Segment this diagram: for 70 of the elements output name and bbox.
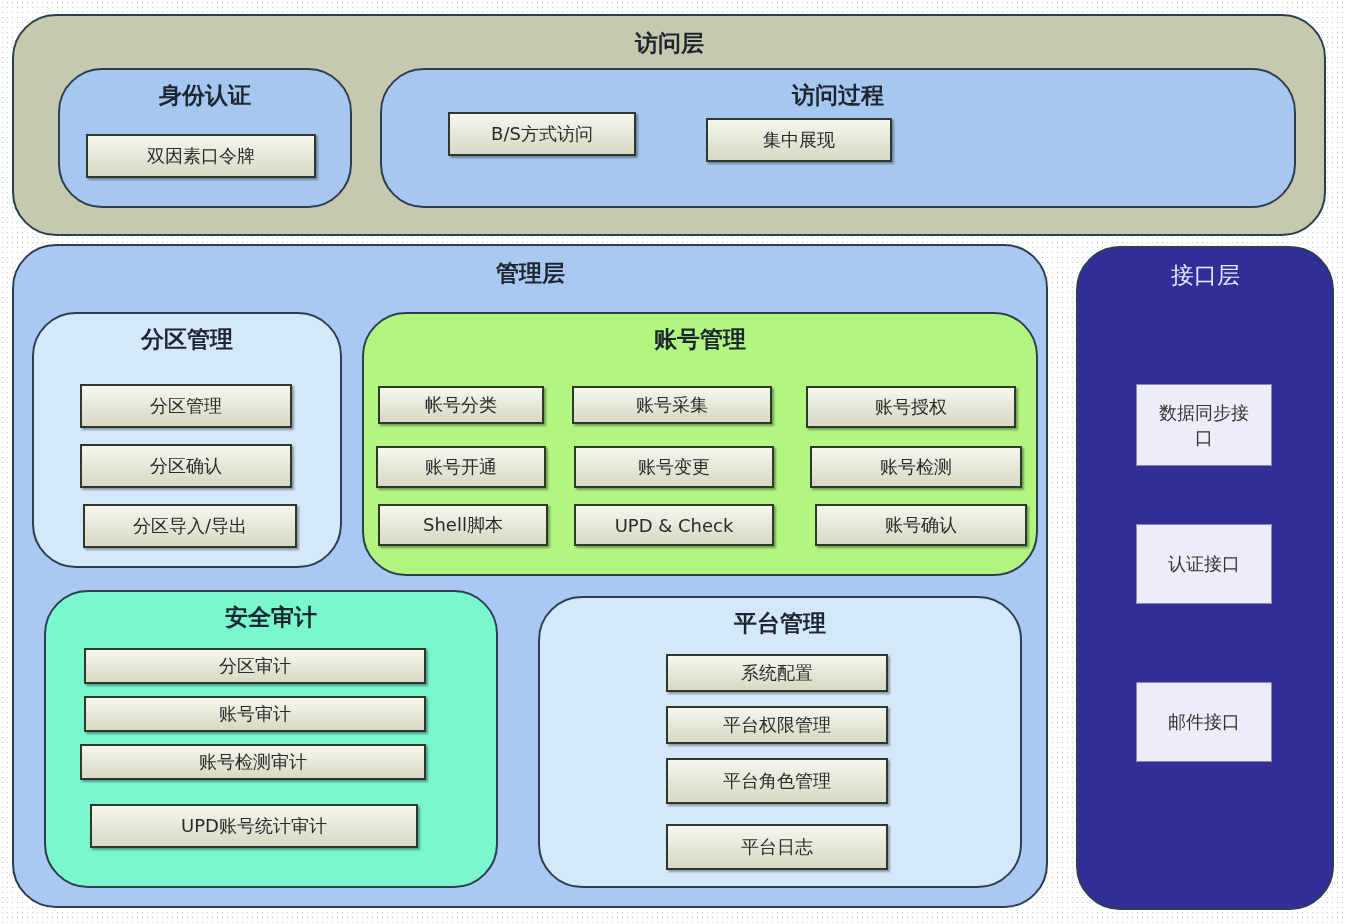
group-title: 身份认证 xyxy=(158,81,252,110)
layer-title: 访问层 xyxy=(633,29,705,58)
module-label: Shell脚本 xyxy=(423,513,503,537)
module-box xyxy=(90,804,418,848)
module-label: B/S方式访问 xyxy=(491,122,593,146)
group-title: 分区管理 xyxy=(139,325,234,354)
module-box xyxy=(376,446,546,488)
module-box xyxy=(86,134,316,178)
layer-panel xyxy=(12,14,1326,236)
module-label: 账号授权 xyxy=(875,395,947,419)
module-label: UPD & Check xyxy=(614,514,734,536)
module-box xyxy=(666,706,888,744)
module-label: UPD账号统计审计 xyxy=(181,814,327,838)
module-box xyxy=(80,384,292,428)
module-box xyxy=(80,444,292,488)
interface-box xyxy=(1136,384,1272,466)
module-box xyxy=(84,696,426,732)
module-box xyxy=(378,386,544,424)
module-box xyxy=(666,824,888,870)
module-label: 分区审计 xyxy=(219,654,291,678)
module-label: 帐号分类 xyxy=(425,393,497,417)
module-box xyxy=(574,446,774,488)
module-box xyxy=(572,386,772,424)
group-title: 安全审计 xyxy=(224,603,318,632)
module-box xyxy=(806,386,1016,428)
module-box xyxy=(810,446,1022,488)
module-label: 账号检测 xyxy=(880,455,952,479)
module-label: 平台角色管理 xyxy=(723,769,831,793)
module-label: 分区确认 xyxy=(150,454,222,478)
layer-title: 管理层 xyxy=(494,259,566,288)
module-box xyxy=(815,504,1027,546)
group-panel xyxy=(58,68,352,208)
group-panel xyxy=(44,590,498,888)
layer-panel xyxy=(12,244,1048,908)
module-label: 平台日志 xyxy=(741,835,813,859)
module-label: 账号审计 xyxy=(219,702,291,726)
layer-title: 接口层 xyxy=(1169,261,1241,290)
module-box xyxy=(448,112,636,156)
interface-label: 邮件接口 xyxy=(1167,710,1241,735)
module-label: 账号采集 xyxy=(636,393,708,417)
group-panel xyxy=(538,596,1022,888)
module-box xyxy=(84,648,426,684)
group-panel xyxy=(362,312,1038,576)
module-label: 分区管理 xyxy=(150,394,222,418)
module-label: 账号开通 xyxy=(425,455,497,479)
interface-label: 认证接口 xyxy=(1167,552,1241,577)
module-box xyxy=(706,118,892,162)
interface-box xyxy=(1136,682,1272,762)
module-box xyxy=(83,504,297,548)
module-box xyxy=(80,744,426,780)
group-title: 访问过程 xyxy=(790,81,885,110)
module-box xyxy=(666,654,888,692)
module-box xyxy=(574,504,774,546)
module-label: 系统配置 xyxy=(741,661,813,685)
module-label: 平台权限管理 xyxy=(723,713,831,737)
module-label: 分区导入/导出 xyxy=(132,514,248,538)
layer-panel xyxy=(1076,246,1334,910)
module-box xyxy=(666,758,888,804)
group-title: 平台管理 xyxy=(733,609,827,638)
group-panel xyxy=(32,312,342,568)
interface-box xyxy=(1136,524,1272,604)
group-title: 账号管理 xyxy=(653,325,747,354)
group-panel xyxy=(380,68,1296,208)
module-box xyxy=(378,504,548,546)
module-label: 账号检测审计 xyxy=(199,750,307,774)
module-label: 集中展现 xyxy=(763,128,835,152)
interface-label: 数据同步接口 xyxy=(1159,400,1249,450)
module-label: 双因素口令牌 xyxy=(147,144,255,168)
module-label: 账号变更 xyxy=(638,455,710,479)
module-label: 账号确认 xyxy=(885,513,957,537)
